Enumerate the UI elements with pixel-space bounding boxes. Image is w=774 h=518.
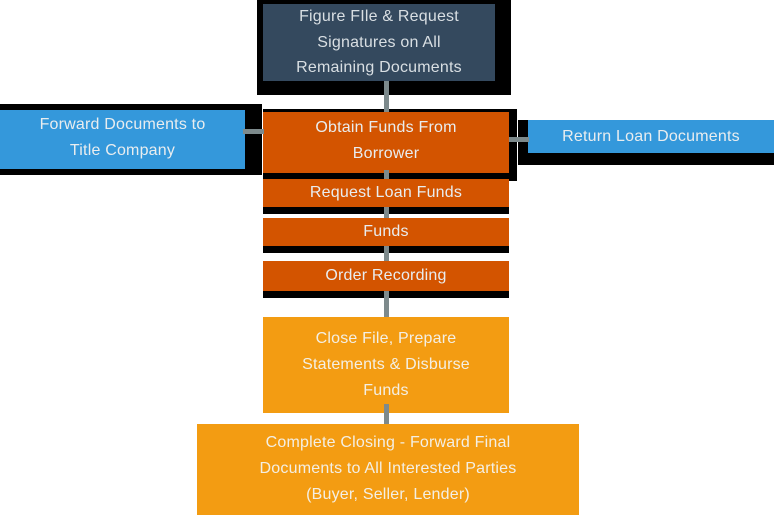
node-text-line: Title Company — [69, 142, 176, 159]
connector-line — [384, 404, 389, 424]
node-text-line: Funds — [363, 382, 409, 399]
node-obtain-funds: Obtain Funds From Borrower — [263, 109, 517, 181]
node-text-line: Obtain Funds From — [315, 119, 457, 136]
node-complete-closing: Complete Closing - Forward Final Documen… — [197, 424, 579, 515]
node-text-line: Close File, Prepare — [315, 330, 457, 347]
node-text-line: Signatures on All — [317, 33, 441, 51]
node-text-line: Request Loan Funds — [309, 184, 463, 201]
node-close-file: Close File, Prepare Statements & Disburs… — [263, 317, 509, 413]
node-return-loan-documents: Return Loan Documents — [518, 120, 774, 165]
connector-line — [384, 170, 389, 179]
connector-line — [509, 137, 529, 142]
node-text-line: Documents to All Interested Parties — [259, 460, 517, 477]
connector-line — [384, 246, 389, 261]
node-text-line: Complete Closing - Forward Final — [265, 434, 511, 451]
node-text-line: (Buyer, Seller, Lender) — [306, 486, 470, 503]
node-text-line: Figure FIle & Request — [299, 8, 459, 25]
connector-line — [243, 129, 264, 134]
node-text-line: Statements & Disburse — [302, 356, 470, 373]
node-text-line: Funds — [363, 223, 409, 240]
node-text-line: Order Recording — [325, 267, 447, 284]
connector-line — [384, 207, 389, 218]
node-forward-documents: Forward Documents to Title Company — [0, 104, 262, 175]
connector-line — [384, 81, 389, 112]
node-text-line: Forward Documents to — [39, 116, 206, 133]
node-text-line: Remaining Documents — [296, 59, 462, 76]
connector-line — [384, 291, 389, 317]
node-text-line: Return Loan Documents — [562, 128, 740, 145]
node-text-line: Borrower — [352, 145, 420, 162]
